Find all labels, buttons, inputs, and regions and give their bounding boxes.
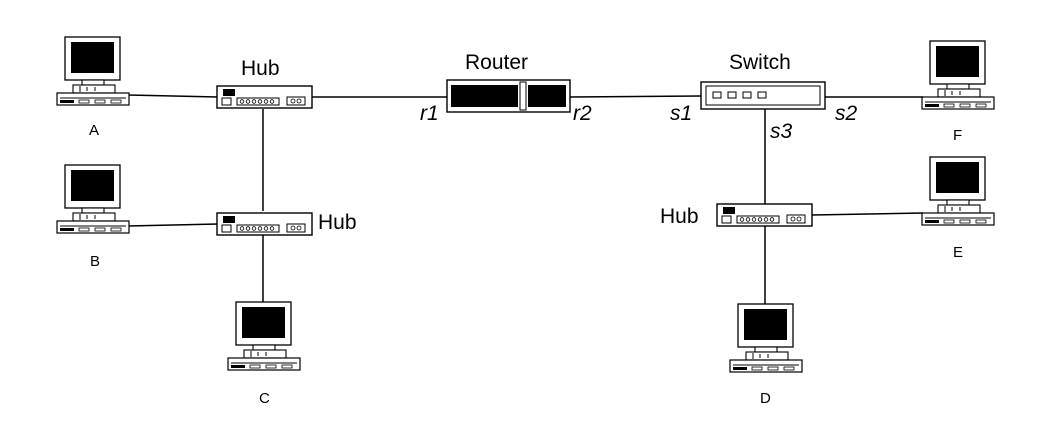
link-b-hub [127, 223, 219, 227]
computer-f-icon [921, 40, 995, 110]
port-s2-label: s2 [835, 102, 858, 125]
router-label: Router [465, 51, 529, 74]
link-hub-e [811, 212, 924, 216]
computer-c-icon [227, 301, 301, 371]
computer-c-label: C [259, 390, 270, 407]
computer-b-icon [56, 164, 130, 234]
port-r1-label: r1 [420, 102, 439, 125]
computer-e-icon [921, 156, 995, 226]
port-r2-label: r2 [573, 102, 592, 125]
switch-label: Switch [729, 51, 791, 74]
hub-right-label: Hub [660, 205, 699, 228]
computer-a-icon [56, 36, 130, 106]
hub-top-icon [216, 85, 313, 109]
hub-top-label: Hub [241, 57, 280, 80]
computer-f-label: F [953, 127, 963, 144]
switch-icon [700, 81, 826, 110]
computer-b-label: B [90, 253, 101, 270]
computer-a-label: A [89, 122, 100, 139]
hub-right-icon [716, 203, 813, 227]
hub-mid-label: Hub [318, 211, 357, 234]
computer-d-label: D [760, 390, 771, 407]
computer-d-icon [729, 303, 803, 373]
router-icon [446, 79, 571, 113]
links [127, 94, 924, 305]
port-s1-label: s1 [670, 102, 693, 125]
hub-mid-icon [216, 212, 313, 236]
link-router-switch [569, 95, 702, 98]
port-s3-label: s3 [770, 120, 793, 143]
computer-e-label: E [953, 244, 964, 261]
link-a-hub [127, 94, 219, 98]
